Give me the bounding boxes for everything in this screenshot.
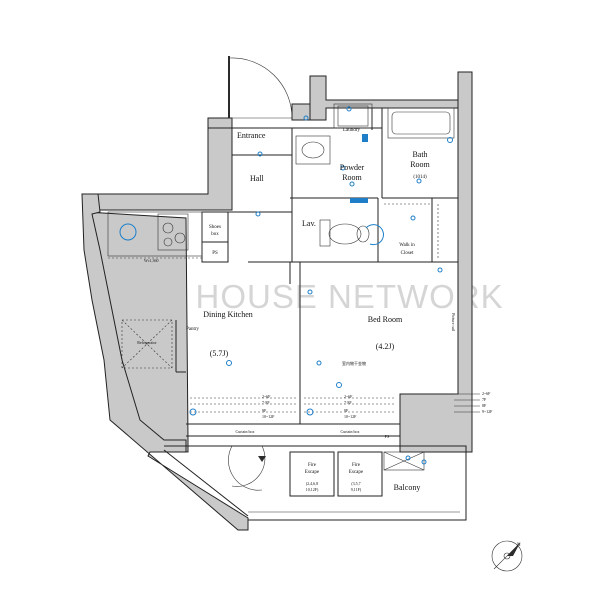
compass-icon [491, 540, 523, 572]
label-ps: PS [212, 251, 218, 256]
note-br-3: 9F [344, 408, 349, 413]
label-bath-size: (1014) [413, 175, 427, 180]
label-picture-rail: Picture rail [451, 313, 456, 332]
compass-label: N [517, 543, 521, 548]
label-dining-kitchen-size: (5.7J) [210, 349, 229, 358]
label-bed-room: Bed Room [368, 315, 403, 324]
label-lav: Lav. [302, 219, 316, 228]
note-dk-4: 10~12F [262, 414, 275, 419]
note-right-3: 8F [482, 403, 487, 408]
label-refrigerator: Refrigerator [137, 340, 157, 345]
note-dk-1: 2~6F [262, 394, 271, 399]
balcony-area [163, 445, 467, 521]
note-dk-2: 7·8F [262, 400, 270, 405]
kitchen-counter [107, 211, 203, 373]
closet-shelf [384, 203, 439, 258]
toilet [319, 219, 384, 247]
note-br-2: 7·8F [344, 400, 352, 405]
electrical-symbols [189, 106, 453, 465]
note-right-2: 7F [482, 397, 487, 402]
label-ps2: PS [385, 434, 389, 439]
level-markers [454, 393, 480, 413]
label-dining-kitchen: Dining Kitchen [203, 310, 253, 319]
label-curtain-box-2: Curtain box [341, 429, 360, 434]
label-laundry: Laundry [343, 128, 360, 133]
label-indoor-hanger: 室内物干金物 [342, 360, 366, 366]
label-pantry: Pantry [186, 327, 200, 332]
note-br-1: 2~6F [344, 394, 353, 399]
note-dk-3: 9F [262, 408, 267, 413]
label-curtain-box-1: Curtain box [236, 429, 255, 434]
label-bed-room-size: (4.2J) [376, 342, 395, 351]
label-balcony: Balcony [394, 483, 421, 492]
label-wc: Wc1,360 [144, 258, 159, 264]
note-right-1: 2~6F [482, 391, 491, 396]
label-hall: Hall [250, 174, 265, 183]
note-br-4: 10~12F [344, 414, 357, 419]
note-right-4: 9~12F [482, 409, 493, 414]
ceiling-lines [190, 397, 396, 413]
label-entrance: Entrance [237, 131, 266, 140]
entrance-door [228, 56, 311, 121]
laundry-fixtures [295, 103, 455, 165]
